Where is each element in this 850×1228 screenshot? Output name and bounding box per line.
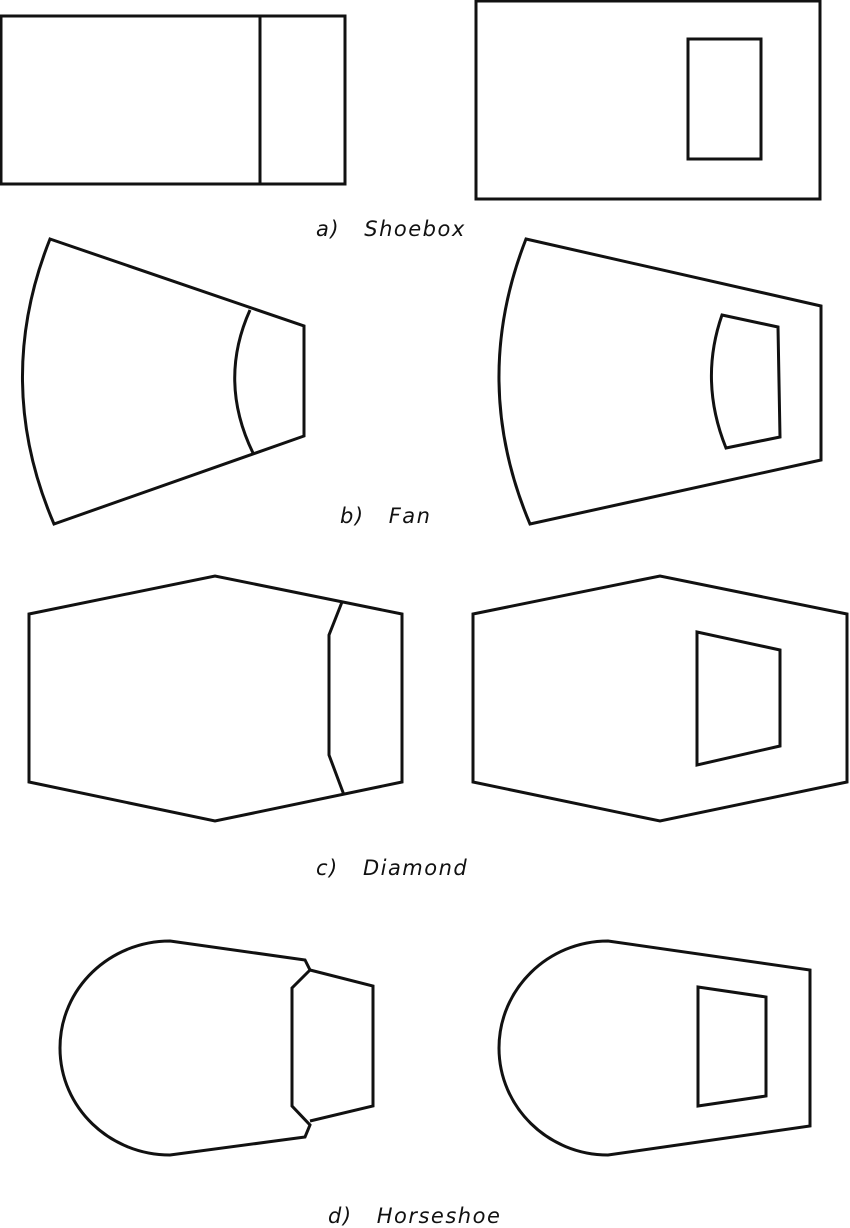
fan-plan-outline <box>21 237 306 526</box>
diamond-caption-name: Diamond <box>363 856 468 880</box>
fan-caption-name: Fan <box>389 504 432 528</box>
shoebox-caption: a) Shoebox <box>316 217 466 241</box>
diamond-plan-outline <box>27 574 404 823</box>
horseshoe-caption-name: Horseshoe <box>377 1204 502 1228</box>
shoebox-section <box>474 0 822 201</box>
fan-plan <box>21 237 306 526</box>
shoebox-plan-outline <box>0 14 347 186</box>
diamond-section-outline <box>471 574 849 823</box>
fan-stage-divider <box>233 309 255 454</box>
diamond-plan <box>27 574 404 823</box>
shoebox-caption-letter: a) <box>316 217 340 241</box>
shoebox-panel: a) Shoebox <box>0 0 822 241</box>
horseshoe-caption-letter: d) <box>328 1204 353 1228</box>
fan-caption: b) Fan <box>340 504 431 528</box>
fan-section-outline <box>497 237 823 526</box>
horseshoe-panel: d) Horseshoe <box>58 939 812 1228</box>
horseshoe-caption: d) Horseshoe <box>328 1204 501 1228</box>
diamond-section <box>471 574 849 823</box>
horseshoe-plan-outline <box>58 939 312 1157</box>
horseshoe-section-opening <box>696 985 768 1108</box>
horseshoe-section-outline <box>497 939 812 1157</box>
fan-section-opening <box>710 313 782 450</box>
fan-caption-letter: b) <box>340 504 365 528</box>
diamond-panel: c) Diamond <box>27 574 849 880</box>
diamond-caption-letter: c) <box>316 856 339 880</box>
horseshoe-plan <box>58 939 375 1157</box>
fan-panel: b) Fan <box>21 237 823 528</box>
shoebox-section-outline <box>474 0 822 201</box>
fan-section <box>497 237 823 526</box>
horseshoe-section <box>497 939 812 1157</box>
diamond-caption: c) Diamond <box>316 856 468 880</box>
shoebox-plan <box>0 14 347 186</box>
shoebox-section-opening <box>686 37 763 161</box>
horseshoe-stage-outline <box>309 968 375 1123</box>
diamond-section-opening <box>695 630 782 767</box>
diamond-stage-divider <box>327 601 346 796</box>
shoebox-caption-name: Shoebox <box>364 217 466 241</box>
